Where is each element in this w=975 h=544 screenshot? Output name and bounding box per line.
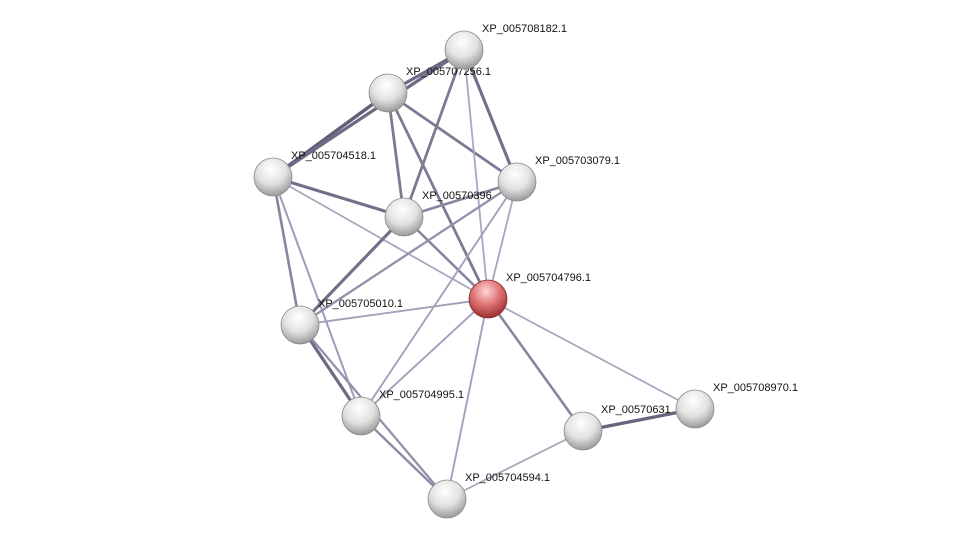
edge-n518-n4995[interactable] — [272, 176, 362, 417]
edge-n3079-n4995[interactable] — [360, 181, 518, 417]
edge-n4796-n5010[interactable] — [299, 298, 489, 326]
edge-n182-n518[interactable] — [272, 48, 465, 179]
edge-n256-n3964[interactable] — [386, 92, 406, 218]
node-label: XP_00570396 — [422, 190, 492, 202]
protein-node[interactable] — [341, 396, 381, 436]
edge-n3964-n5010[interactable] — [298, 215, 406, 327]
edge-n182-n3964[interactable] — [402, 49, 466, 218]
protein-node[interactable] — [444, 30, 484, 70]
query-protein-node[interactable] — [468, 279, 508, 319]
node-label: XP_005704796.1 — [506, 272, 591, 284]
edge-n3079-n4796[interactable] — [487, 181, 518, 300]
edge-n3079-n5010[interactable] — [299, 181, 518, 326]
edge-n4796-n4594[interactable] — [446, 298, 489, 500]
edge-layer — [271, 48, 696, 500]
protein-node[interactable] — [427, 479, 467, 519]
node-label: XP_005708970.1 — [713, 382, 798, 394]
edge-n518-n3964[interactable] — [272, 175, 405, 219]
edge-n6310-n4594[interactable] — [446, 430, 584, 500]
edge-n182-n3079[interactable] — [462, 49, 519, 183]
protein-node[interactable] — [497, 162, 537, 202]
edge-n256-n3079[interactable] — [387, 91, 518, 184]
protein-node[interactable] — [563, 411, 603, 451]
node-label: XP_005704518.1 — [291, 150, 376, 162]
protein-node[interactable] — [384, 197, 424, 237]
node-layer — [253, 30, 715, 519]
node-label: XP_005708182.1 — [482, 23, 567, 35]
node-label: XP_005704995.1 — [379, 389, 464, 401]
edge-n4995-n4594[interactable] — [360, 415, 448, 500]
edge-n256-n4796[interactable] — [386, 92, 490, 300]
node-label: XP_005704594.1 — [465, 472, 550, 484]
node-label: XP_005705010.1 — [318, 298, 403, 310]
protein-node[interactable] — [280, 305, 320, 345]
edge-n4796-n8970[interactable] — [487, 298, 696, 410]
node-label: XP_00570631 — [601, 404, 671, 416]
node-label: XP_005703079.1 — [535, 155, 620, 167]
edge-n3964-n4796[interactable] — [403, 216, 489, 300]
protein-node[interactable] — [675, 389, 715, 429]
edge-n4796-n4995[interactable] — [360, 298, 489, 417]
protein-node[interactable] — [253, 157, 293, 197]
edge-n3964-n3079[interactable] — [403, 180, 518, 219]
protein-node[interactable] — [368, 73, 408, 113]
edge-n518-n5010[interactable] — [271, 176, 302, 326]
edge-n182-n4796[interactable] — [463, 49, 489, 300]
edge-n4796-n6310[interactable] — [486, 298, 585, 432]
node-label: XP_005707256.1 — [406, 66, 491, 78]
label-layer: XP_005708182.1XP_005707256.1XP_005704518… — [291, 23, 798, 484]
